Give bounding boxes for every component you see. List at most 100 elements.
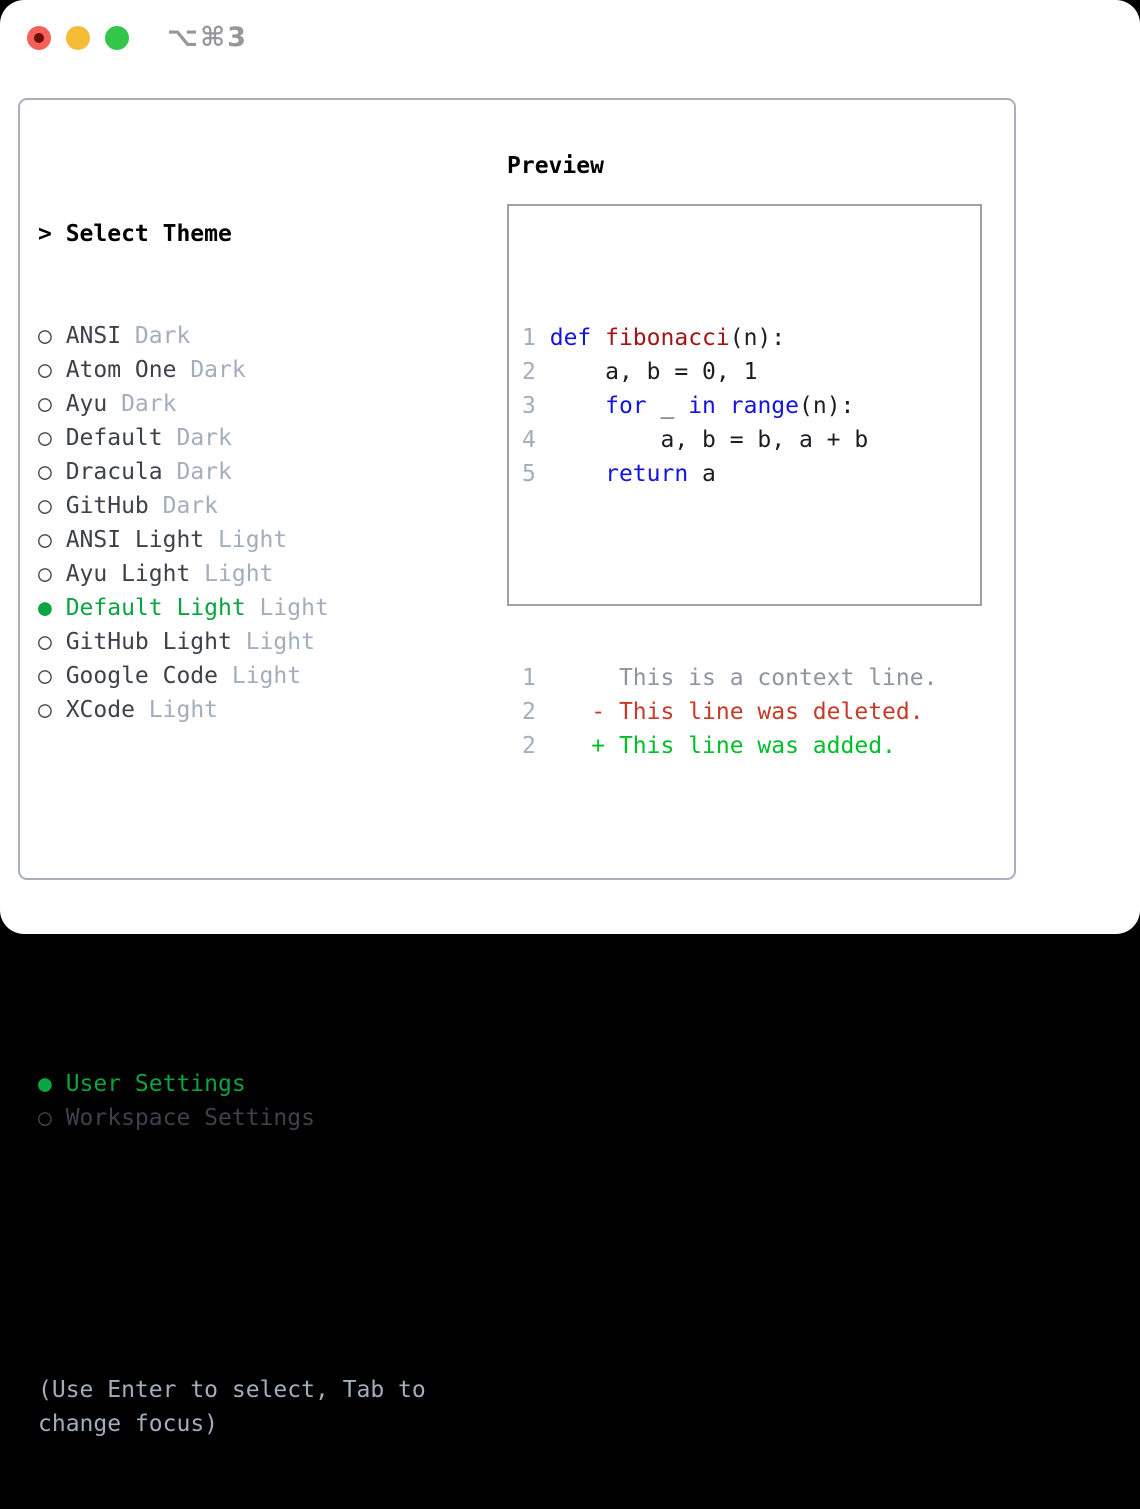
code-line: 3 for _ in range(n):: [522, 389, 980, 423]
code-token: [550, 393, 605, 419]
section-gap: [38, 1237, 478, 1271]
code-token: (n):: [799, 393, 855, 419]
line-number: 4: [522, 427, 536, 453]
code-token: [550, 461, 605, 487]
theme-option[interactable]: ○ Default Dark: [38, 421, 478, 455]
theme-option-label: ANSI: [65, 323, 122, 349]
radio-unselected-icon: ○: [38, 391, 52, 417]
code-line: 5 return a: [522, 457, 980, 491]
line-number: 2: [522, 699, 536, 725]
line-number: 1: [522, 325, 536, 351]
code-token: a: [688, 461, 716, 487]
code-token: (n):: [729, 325, 786, 351]
select-theme-header: > Select Theme: [38, 217, 478, 251]
code-token: a, b = 0, 1: [549, 359, 758, 385]
radio-unselected-icon: ○: [38, 357, 52, 383]
code-token: a, b = b, a + b: [549, 427, 869, 453]
theme-option[interactable]: ○ GitHub Light Light: [38, 625, 478, 659]
radio-selected-icon: ●: [38, 595, 52, 621]
theme-variant-label: Dark: [162, 459, 232, 485]
radio-unselected-icon: ○: [38, 697, 52, 723]
select-theme-title: Select Theme: [65, 221, 232, 247]
radio-unselected-icon: ○: [38, 425, 52, 451]
theme-variant-label: Dark: [148, 493, 219, 519]
help-text: (Use Enter to select, Tab to change focu…: [38, 1377, 426, 1437]
code-token: range: [729, 393, 800, 419]
theme-option-label: XCode: [65, 697, 135, 723]
minimize-button[interactable]: [66, 26, 90, 50]
theme-option[interactable]: ○ Ayu Dark: [38, 387, 478, 421]
radio-unselected-icon: ○: [38, 459, 52, 485]
code-token: _: [646, 393, 689, 419]
code-token: in: [688, 393, 716, 419]
line-number: 2: [522, 733, 536, 759]
diff-preview: 1 This is a context line. 2 - This line w…: [522, 661, 980, 763]
apply-to-option-label: User Settings: [65, 1071, 246, 1097]
theme-option-label: ANSI Light: [65, 527, 205, 553]
theme-variant-label: Dark: [107, 391, 177, 417]
theme-option[interactable]: ○Google Code Light: [38, 659, 478, 693]
theme-option-label: GitHub Light: [65, 629, 232, 655]
theme-option-label: Default: [65, 425, 163, 451]
theme-option[interactable]: ○ Ayu Light Light: [38, 557, 478, 591]
preview-title: Preview: [507, 153, 604, 179]
theme-option[interactable]: ○ ANSI Light Light: [38, 523, 478, 557]
app-window: ⌥⌘3 >Select Theme ○ANSI Dark○Atom One Da…: [0, 0, 1140, 1437]
code-line: 1 def fibonacci(n):: [522, 321, 980, 355]
theme-option[interactable]: ○ GitHub Dark: [38, 489, 478, 523]
theme-list-column: >Select Theme ○ANSI Dark○Atom One Dark○A…: [38, 149, 478, 1509]
line-number: 1: [522, 665, 536, 691]
code-token: return: [605, 461, 689, 487]
theme-option-label: Ayu Light: [65, 561, 191, 587]
diff-text: This is a context line.: [591, 665, 938, 691]
theme-option[interactable]: ○ XCode Light: [38, 693, 478, 727]
code-line: 2 a, b = 0, 1: [522, 355, 980, 389]
apply-to-option[interactable]: ●User Settings: [38, 1067, 478, 1101]
diff-line: 2 + This line was added.: [522, 729, 980, 763]
theme-variant-label: Light: [134, 697, 219, 723]
theme-option[interactable]: ●Default Light Light: [38, 591, 478, 625]
radio-unselected-icon: ○: [38, 527, 52, 553]
theme-variant-label: Dark: [162, 425, 232, 451]
theme-picker-panel: >Select Theme ○ANSI Dark○Atom One Dark○A…: [18, 98, 1016, 1437]
theme-variant-label: Light: [204, 527, 288, 553]
radio-unselected-icon: ○: [38, 629, 52, 655]
code-token: def: [549, 325, 606, 351]
section-gap: [38, 829, 478, 863]
theme-option-label: Ayu: [65, 391, 108, 417]
apply-to-options-list: ●User Settings ○ Workspace Settings: [38, 1067, 478, 1135]
radio-unselected-icon: ○: [38, 561, 52, 587]
theme-variant-label: Light: [190, 561, 274, 587]
apply-to-option-label: Workspace Settings: [65, 1105, 315, 1131]
theme-option-label: Dracula: [65, 459, 163, 485]
theme-option[interactable]: ○ANSI Dark: [38, 319, 478, 353]
unsaved-changes-dot: [34, 33, 44, 43]
apply-to-header: Apply To: [38, 965, 478, 999]
theme-option-label: Atom One: [65, 357, 177, 383]
radio-unselected-icon: ○: [38, 1105, 52, 1131]
window-title-shortcut: ⌥⌘3: [167, 22, 248, 53]
code-line: 4 a, b = b, a + b: [522, 423, 980, 457]
theme-variant-label: Light: [245, 595, 329, 621]
diff-text: - This line was deleted.: [591, 699, 924, 725]
prompt-caret: >: [38, 221, 52, 247]
theme-variant-label: Dark: [121, 323, 191, 349]
theme-variant-label: Dark: [176, 357, 246, 383]
line-number: 2: [522, 359, 536, 385]
preview-gap: [522, 559, 980, 593]
diff-line: 2 - This line was deleted.: [522, 695, 980, 729]
theme-variant-label: Light: [231, 629, 315, 655]
theme-option-label: GitHub: [65, 493, 149, 519]
line-number: 3: [522, 393, 536, 419]
theme-option[interactable]: ○ Dracula Dark: [38, 455, 478, 489]
radio-unselected-icon: ○: [38, 493, 52, 519]
zoom-button[interactable]: [105, 26, 129, 50]
close-button[interactable]: [27, 26, 51, 50]
theme-option[interactable]: ○ Atom One Dark: [38, 353, 478, 387]
radio-unselected-icon: ○: [38, 663, 52, 689]
apply-to-option[interactable]: ○ Workspace Settings: [38, 1101, 478, 1135]
theme-option-label: Google Code: [65, 663, 219, 689]
code-token: fibonacci: [605, 325, 730, 351]
